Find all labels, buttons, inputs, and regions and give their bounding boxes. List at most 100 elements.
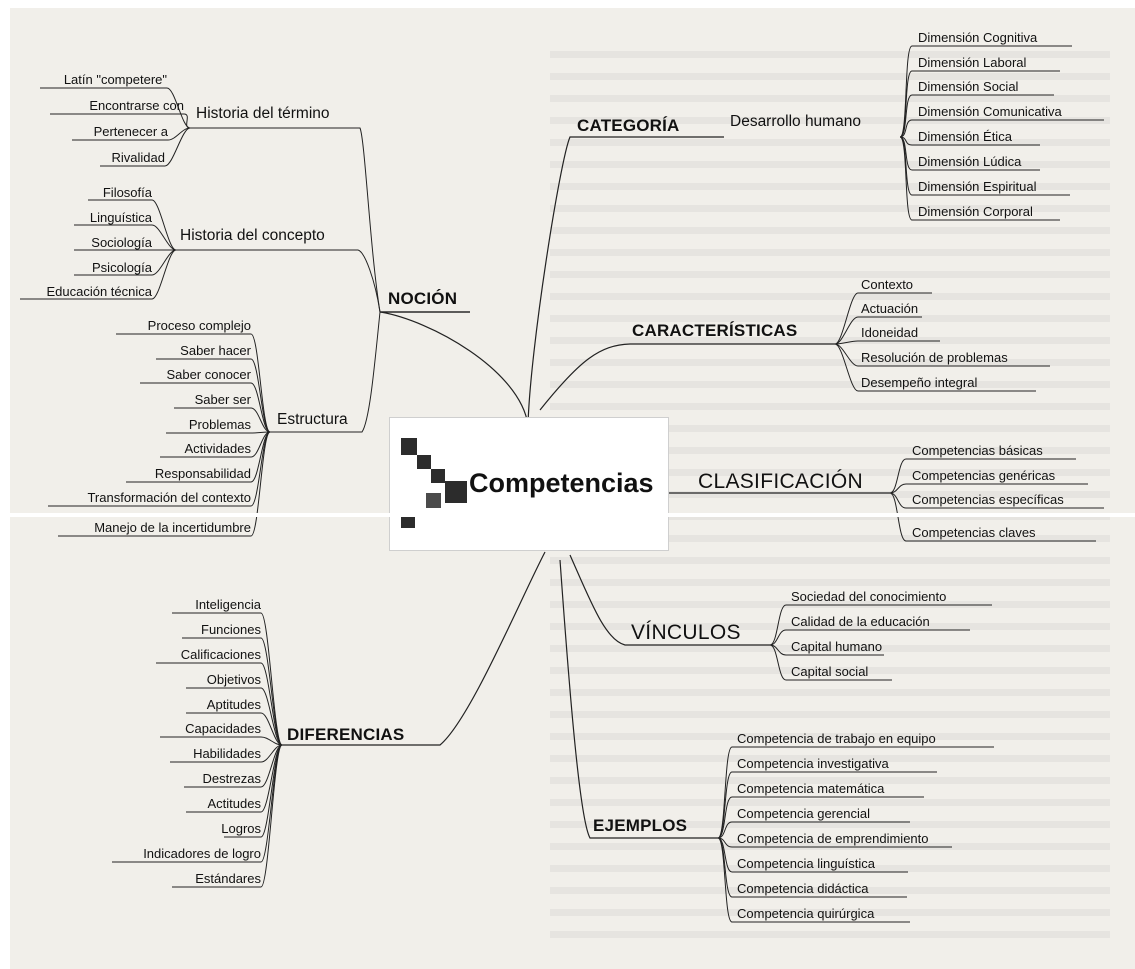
connector-line [151,224,177,251]
list-item: Manejo de la incertidumbre [94,520,251,535]
list-item: Calificaciones [180,647,261,662]
list-item: Calidad de la educación [791,614,930,629]
list-item: Dimensión Lúdica [918,154,1022,169]
connector-line [834,316,859,345]
subbranch-historia-concepto: Historia del concepto [180,227,325,244]
connector-line [190,127,381,313]
connector-line [834,292,859,345]
connector-line [260,612,283,746]
category-clasificacion: CLASIFICACIÓN [698,470,863,493]
connector-line [151,199,177,251]
connector-line [769,629,787,646]
list-item: Indicadores de logro [143,846,261,861]
list-item: Logros [221,821,261,836]
list-item: Dimensión Ética [918,129,1012,144]
connector-line [899,45,913,138]
connector-line [717,821,733,839]
connector-line [527,136,724,426]
list-item: Rivalidad [111,150,165,165]
list-item: Competencia gerencial [737,806,870,821]
connector-line [176,249,381,313]
connector-line [260,744,283,888]
connector-line [717,837,733,923]
connector-line [260,736,283,746]
connector-line [899,136,913,221]
list-item: Competencias básicas [912,443,1043,458]
center-node: Competencias [389,417,669,551]
list-item: Dimensión Cognitiva [918,30,1038,45]
connector-line [250,382,271,433]
list-item: Responsabilidad [154,466,251,481]
category-diferencias: DIFERENCIAS [287,725,405,744]
connector-line [569,554,770,646]
list-item: Dimensión Corporal [918,204,1033,219]
connector-line [250,431,271,537]
connector-line [151,249,177,300]
category-nocion: NOCIÓN [388,289,458,308]
connector-line [379,311,529,426]
list-item: Capacidades [185,721,261,736]
connector-line [250,431,271,483]
category-vinculos: VÍNCULOS [631,621,741,644]
list-item: Actividades [184,441,251,456]
subbranch-desarrollo-humano: Desarrollo humano [730,113,861,130]
list-item: Inteligencia [195,597,261,612]
mindmap-canvas [10,8,1135,969]
list-item: Competencia linguística [737,856,876,871]
connector-line [559,559,718,839]
connector-line [164,127,191,167]
list-item: Resolución de problemas [861,350,1008,365]
list-item: Linguística [89,210,152,225]
list-item: Filosofía [102,185,152,200]
connector-line [769,604,787,646]
list-item: Sociedad del conocimiento [791,589,947,604]
list-item: Competencias claves [912,525,1036,540]
list-item: Competencia quirúrgica [737,906,875,921]
list-item: Objetivos [206,672,261,687]
connector-line [183,113,191,129]
connector-line [899,119,913,138]
list-item: Funciones [201,622,261,637]
list-item: Saber conocer [166,367,251,382]
list-item: Estándares [195,871,261,886]
scan-seam [0,513,1135,517]
connector-line [717,746,733,839]
connector-line [270,311,381,433]
list-item: Dimensión Comunicativa [918,104,1062,119]
list-item: Dimensión Espiritual [918,179,1037,194]
connector-line [899,94,913,138]
connector-line [889,492,907,542]
list-item: Competencia didáctica [737,881,869,896]
list-item: Competencia investigativa [737,756,889,771]
connector-line [260,712,283,746]
list-item: Aptitudes [206,697,261,712]
list-item: Habilidades [193,746,261,761]
checker-logo-icon [390,418,490,550]
center-title: Competencias [469,468,654,498]
list-item: Saber ser [194,392,251,407]
list-item: Competencia de trabajo en equipo [737,731,936,746]
category-ejemplos: EJEMPLOS [593,816,688,835]
list-item: Dimensión Laboral [918,55,1027,70]
list-item: Actuación [861,301,919,316]
list-item: Saber hacer [180,343,251,358]
list-item: Transformación del contexto [87,490,251,505]
list-item: Actitudes [207,796,261,811]
list-item: Destrezas [202,771,261,786]
list-item: Sociología [91,235,152,250]
list-item: Encontrarse con [89,98,184,113]
connector-line [717,771,733,839]
list-item: Dimensión Social [918,79,1019,94]
list-item: Proceso complejo [147,318,251,333]
connector-line [250,431,271,507]
list-item: Competencias específicas [912,492,1064,507]
list-item: Idoneidad [861,325,919,340]
connector-line [260,744,283,863]
connector-line [834,343,859,392]
connector-line [769,644,787,681]
connector-line [889,483,907,494]
connector-line [260,744,283,838]
list-item: Competencia de emprendimiento [737,831,929,846]
list-item: Latín "competere" [63,72,167,87]
